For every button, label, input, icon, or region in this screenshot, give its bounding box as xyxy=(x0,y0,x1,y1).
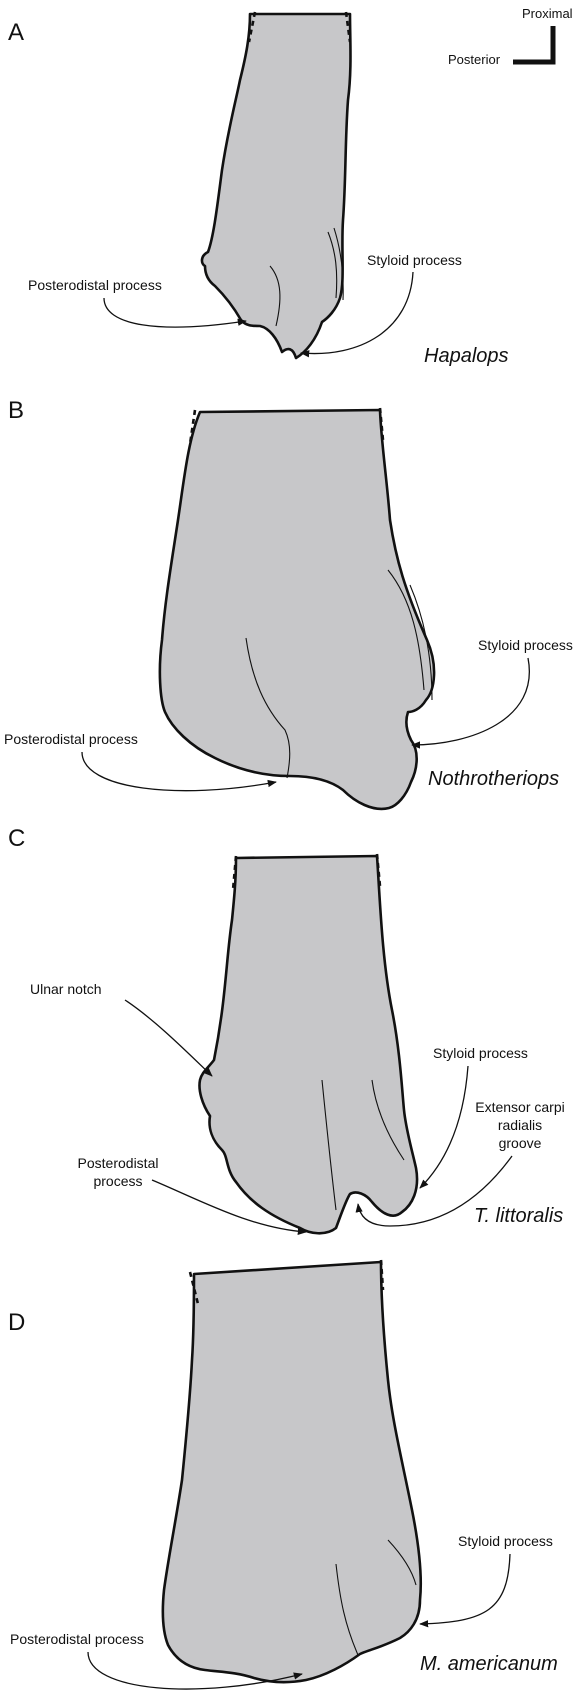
panel-c: C Ulnar notch Styloid process Extensor c… xyxy=(8,825,565,1233)
arrow-ulnar-notch xyxy=(125,1000,212,1076)
panel-letter-a: A xyxy=(8,19,24,46)
arrow-styloid-d xyxy=(420,1554,510,1624)
taxon-hapalops: Hapalops xyxy=(424,345,509,367)
arrow-styloid-c xyxy=(420,1066,468,1188)
panel-b: B Styloid process Posterodistal process … xyxy=(4,397,573,809)
label-styloid-a: Styloid process xyxy=(367,252,462,268)
label-extensor-line3: groove xyxy=(499,1135,542,1151)
taxon-t-littoralis: T. littoralis xyxy=(474,1205,563,1227)
radius-outline-t-littoralis xyxy=(199,856,417,1233)
panel-letter-d: D xyxy=(8,1309,25,1336)
radius-outline-hapalops xyxy=(202,14,351,358)
proximal-label: Proximal xyxy=(522,6,573,21)
label-posterodistal-d: Posterodistal process xyxy=(10,1631,144,1647)
radius-outline-m-americanum xyxy=(163,1262,421,1682)
panel-d: D Styloid process Posterodistal process … xyxy=(8,1260,558,1689)
taxon-m-americanum: M. americanum xyxy=(420,1653,558,1675)
label-styloid-d: Styloid process xyxy=(458,1533,553,1549)
panel-letter-b: B xyxy=(8,397,24,424)
label-extensor-line2: radialis xyxy=(498,1117,542,1133)
posterior-label: Posterior xyxy=(448,52,501,67)
label-posterodistal-c-line1: Posterodistal xyxy=(78,1155,159,1171)
label-posterodistal-b: Posterodistal process xyxy=(4,731,138,747)
label-posterodistal-a: Posterodistal process xyxy=(28,277,162,293)
orientation-bracket xyxy=(513,26,553,62)
label-styloid-c: Styloid process xyxy=(433,1045,528,1061)
panel-a: A Posterodistal process Styloid process … xyxy=(8,12,509,367)
label-extensor-line1: Extensor carpi xyxy=(475,1099,564,1115)
label-ulnar-notch: Ulnar notch xyxy=(30,981,102,997)
radius-outline-nothrotheriops xyxy=(160,410,434,809)
panel-letter-c: C xyxy=(8,825,25,852)
arrow-posterodistal-a xyxy=(104,298,246,327)
orientation-indicator: Proximal Posterior xyxy=(448,6,573,67)
label-posterodistal-c-line2: process xyxy=(93,1173,142,1189)
taxon-nothrotheriops: Nothrotheriops xyxy=(428,768,559,790)
label-styloid-b: Styloid process xyxy=(478,637,573,653)
